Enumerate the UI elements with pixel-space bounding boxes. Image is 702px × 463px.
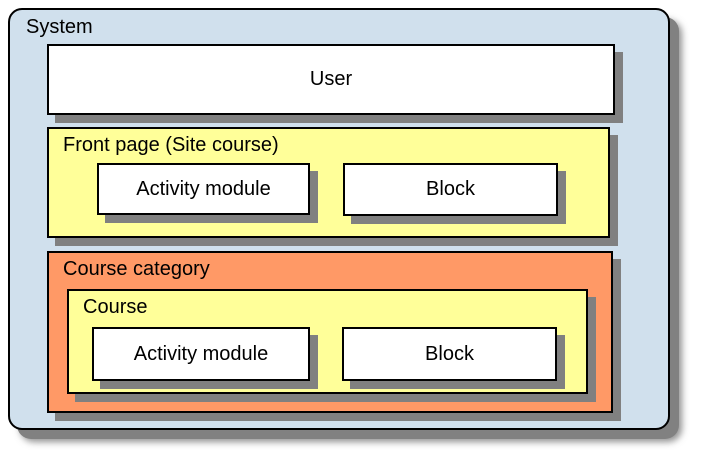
user-label: User xyxy=(309,68,353,90)
system-label: System xyxy=(26,16,93,38)
front-page-activity-module-box: Activity module xyxy=(97,163,310,215)
course-block-label: Block xyxy=(425,342,474,365)
course-activity-module-box: Activity module xyxy=(92,327,310,381)
course-category-context-box: Course category Course Activity module B… xyxy=(47,251,613,413)
course-context-box: Course Activity module Block xyxy=(67,289,588,394)
course-label: Course xyxy=(83,296,148,318)
front-page-label: Front page (Site course) xyxy=(63,134,279,156)
course-category-label: Course category xyxy=(63,258,210,280)
front-page-activity-module-label: Activity module xyxy=(136,177,271,200)
user-context-box: User xyxy=(47,44,615,115)
front-page-context-box: Front page (Site course) Activity module… xyxy=(47,127,610,238)
front-page-block-box: Block xyxy=(343,163,558,216)
system-context-box: System User Front page (Site course) Act… xyxy=(8,8,670,430)
course-activity-module-label: Activity module xyxy=(133,342,269,365)
course-block-box: Block xyxy=(342,327,557,381)
front-page-block-label: Block xyxy=(426,178,475,200)
